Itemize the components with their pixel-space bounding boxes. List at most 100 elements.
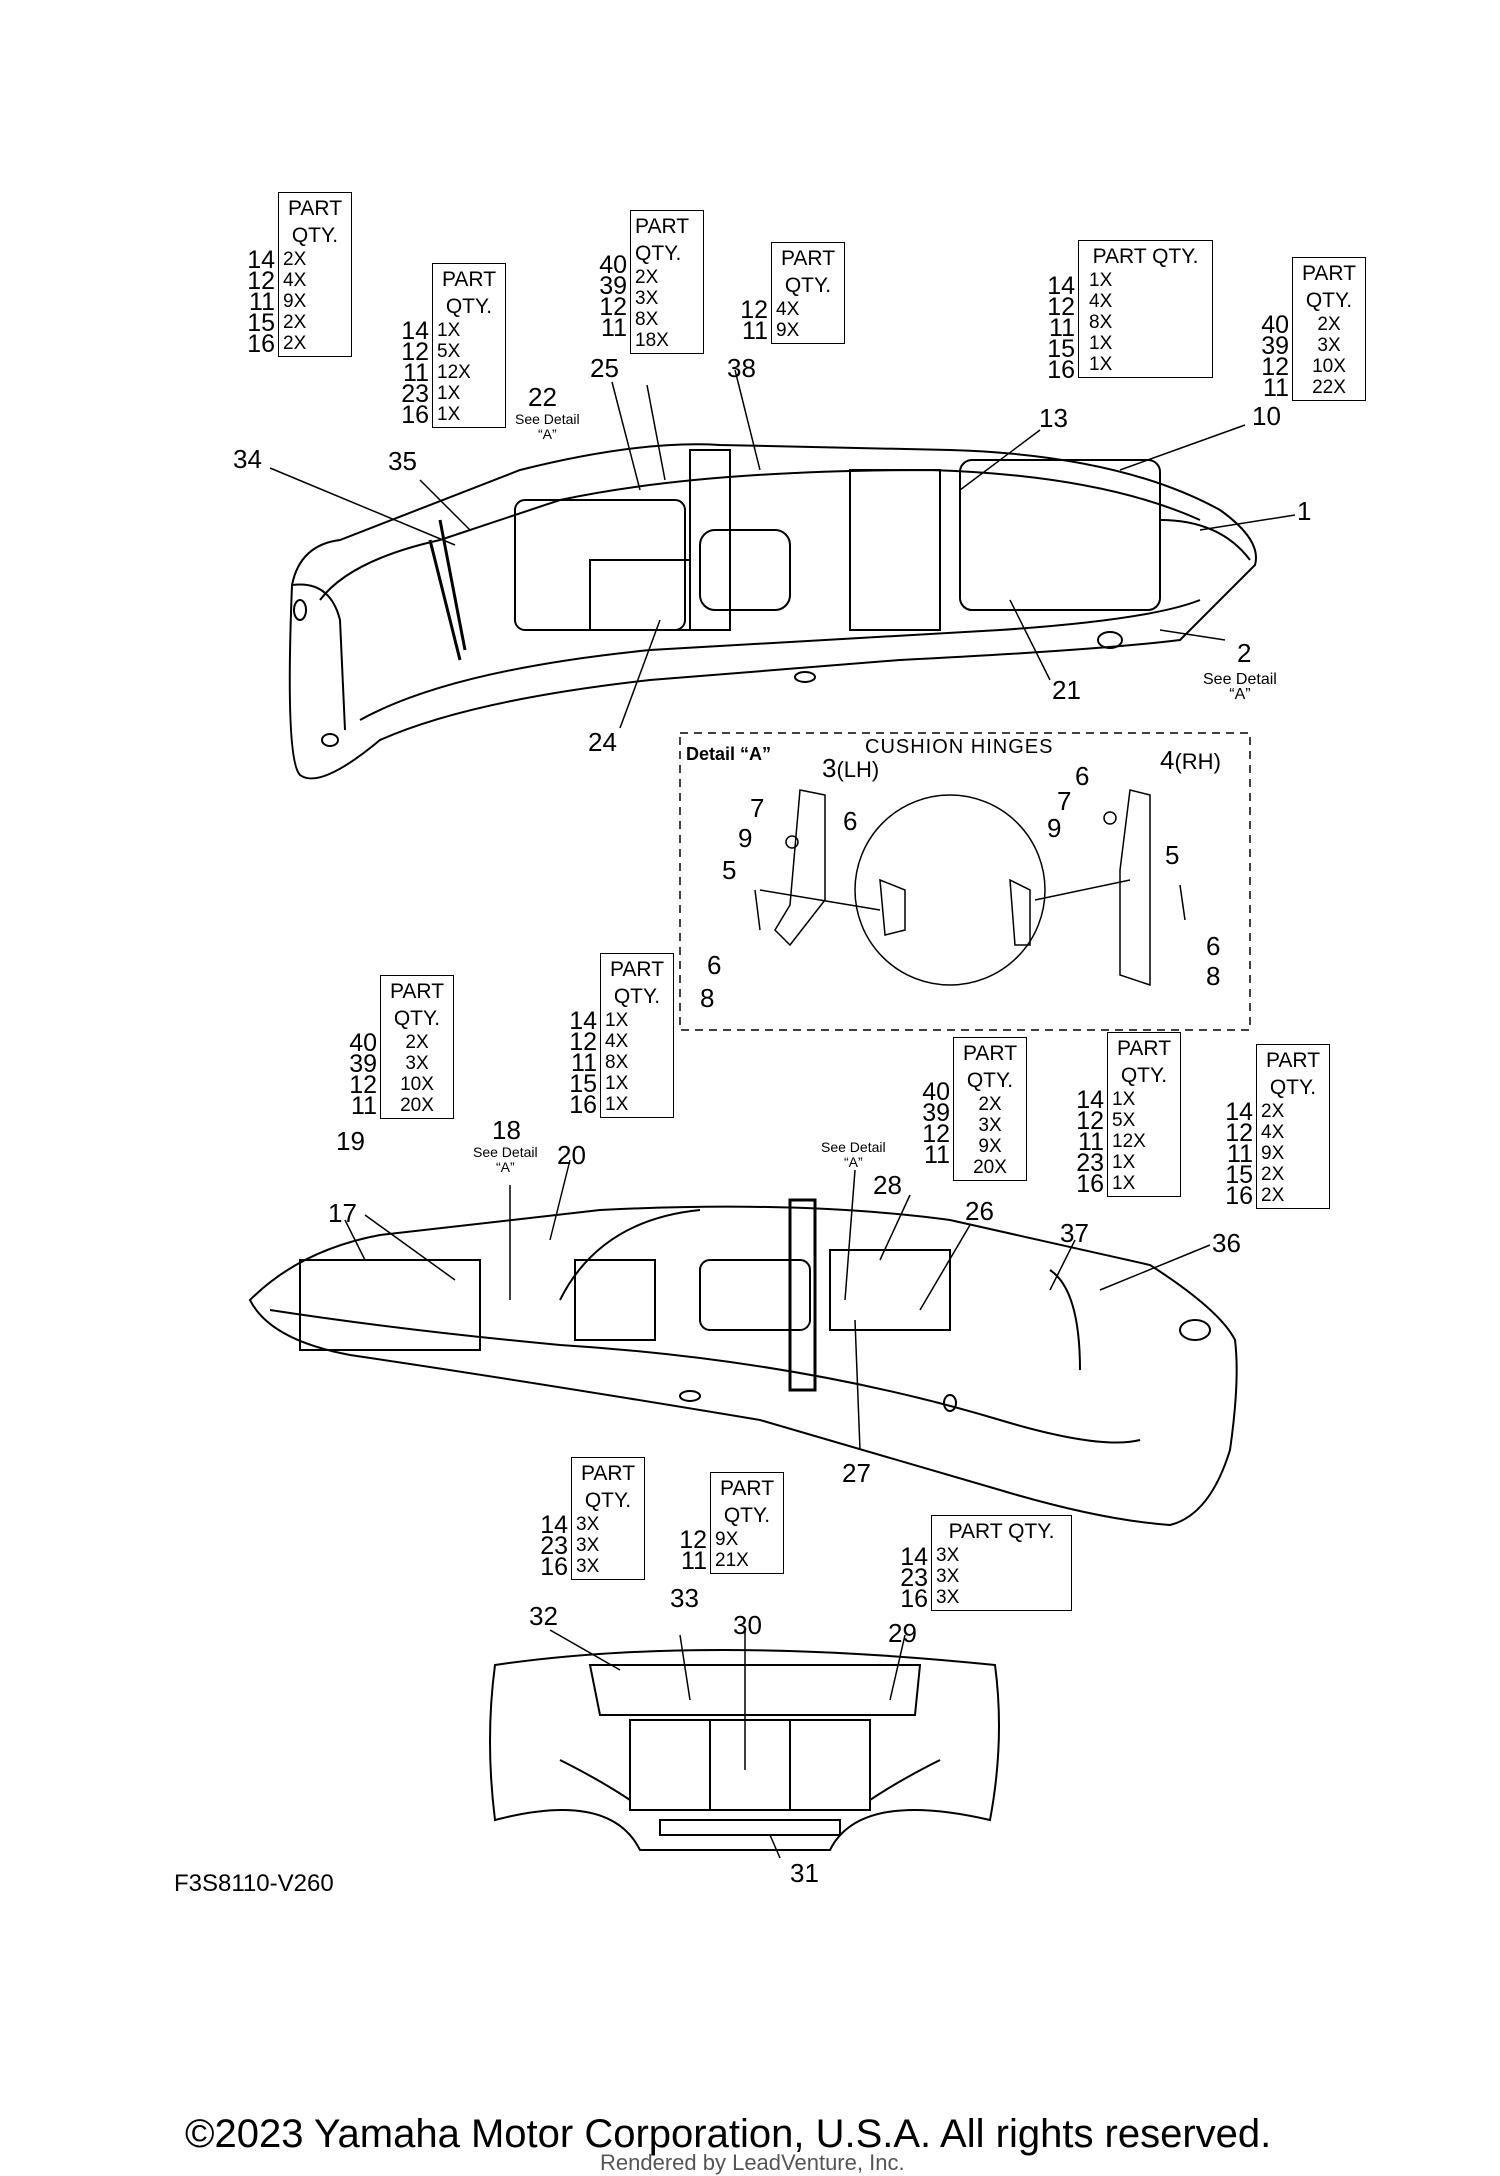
detail-a-title: Detail “A” (686, 744, 772, 764)
qty-value: 3X (1317, 335, 1341, 356)
qty-head: QTY. (635, 242, 682, 265)
qty-value: 4X (605, 1031, 629, 1052)
qty-value: 22X (1312, 377, 1346, 398)
part-number: 12 (401, 338, 429, 366)
qty-value: 1X (605, 1010, 629, 1031)
callout-18: 18 (492, 1115, 521, 1145)
qty-value: 2X (1317, 314, 1341, 335)
qty-value: 2X (1261, 1164, 1285, 1185)
qty-value: 12X (1112, 1131, 1146, 1152)
callout-17: 17 (328, 1198, 357, 1228)
see-detail-note: See Detail“A” (515, 411, 580, 442)
qty-head: QTY. (584, 1489, 632, 1512)
qty-value: 3X (576, 1535, 600, 1556)
part-number: 39 (1261, 332, 1289, 360)
deck-bottom-view (489, 1649, 1000, 1851)
part-number: 11 (1263, 374, 1289, 402)
part-number: 12 (247, 267, 275, 295)
cushion-hinge-detail (754, 789, 1186, 987)
part-number: 12 (1076, 1107, 1104, 1135)
callout-36: 36 (1212, 1228, 1241, 1258)
qty-value: 2X (978, 1094, 1002, 1115)
qty-value: 1X (605, 1073, 629, 1094)
qty-value: 2X (283, 312, 307, 333)
callout-19: 19 (336, 1126, 365, 1156)
qty-value: 8X (1089, 312, 1113, 333)
part-number: 15 (569, 1070, 597, 1098)
part-number: 16 (540, 1553, 568, 1581)
part-number: 11 (601, 314, 627, 342)
qty-head: PART (780, 247, 836, 270)
qty-value: 9X (1261, 1143, 1285, 1164)
part-number: 12 (679, 1526, 707, 1554)
qty-head: PART (962, 1042, 1018, 1065)
part-number: 14 (1047, 272, 1075, 300)
qty-value: 18X (635, 330, 669, 351)
part-number: 14 (900, 1543, 928, 1571)
qty-head: QTY. (723, 1504, 771, 1527)
diagram-code: F3S8110-V260 (174, 1870, 334, 1897)
qty-value: 2X (1261, 1101, 1285, 1122)
part-number: 16 (247, 330, 275, 358)
qty-head: PART (389, 980, 445, 1003)
top-leader-lines (269, 369, 1296, 729)
part-number: 16 (900, 1585, 928, 1613)
qty-value: 9X (715, 1529, 739, 1550)
qty-value: 10X (400, 1074, 434, 1095)
cushion-hinges-title: CUSHION HINGES (865, 736, 1054, 758)
qty-value: 8X (635, 309, 659, 330)
qty-value: 5X (437, 341, 461, 362)
see-detail-note: See Detail“A” (473, 1144, 538, 1175)
part-number: 14 (569, 1007, 597, 1035)
part-number: 12 (1047, 293, 1075, 321)
part-number: 12 (1261, 353, 1289, 381)
qty-value: 4X (283, 270, 307, 291)
callout-34: 34 (233, 444, 262, 474)
part-number: 40 (599, 251, 627, 279)
part-number: 11 (403, 359, 429, 387)
part-number: 12 (740, 296, 768, 324)
callout-30: 30 (733, 1610, 762, 1640)
callout-3: 3(LH) (822, 753, 880, 783)
qty-head: PART (609, 958, 665, 981)
part-number: 23 (1076, 1149, 1104, 1177)
callout-5a: 5 (722, 855, 737, 885)
callout-28: 28 (873, 1170, 902, 1200)
qty-value: 3X (576, 1556, 600, 1577)
callout-10: 10 (1252, 401, 1281, 431)
part-number: 14 (1076, 1086, 1104, 1114)
callout-7a: 7 (750, 793, 765, 823)
qty-value: 1X (1089, 354, 1113, 375)
qty-value: 9X (978, 1136, 1002, 1157)
part-number: 39 (349, 1050, 377, 1078)
callout-5b: 5 (1165, 840, 1180, 870)
callout-1: 1 (1297, 496, 1312, 526)
callout-7b: 7 (1057, 786, 1072, 816)
see-detail-note: See Detail“A” (821, 1139, 886, 1170)
part-number: 16 (401, 401, 429, 429)
part-number: 15 (1225, 1161, 1253, 1189)
part-number: 11 (1078, 1128, 1104, 1156)
qty-value: 3X (936, 1566, 960, 1587)
qty-value: 1X (1112, 1173, 1136, 1194)
callout-31: 31 (790, 1858, 819, 1888)
callout-29: 29 (888, 1618, 917, 1648)
